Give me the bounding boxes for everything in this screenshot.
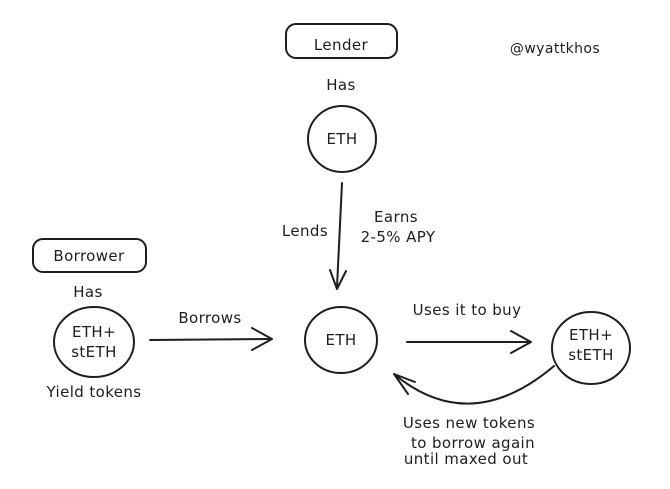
bought-group: ETH+ stETH	[551, 311, 631, 385]
borrows-arrow: Borrows	[149, 309, 273, 351]
yield-tokens-caption: Yield tokens	[45, 383, 141, 401]
loop-back-arrowhead-icon	[393, 373, 416, 395]
lends-arrowhead-icon	[329, 269, 347, 290]
pool-eth-label: ETH	[325, 331, 356, 349]
borrower-token-line1: ETH+	[72, 323, 116, 341]
borrower-box-label: Borrower	[53, 247, 125, 265]
borrows-arrow-line	[149, 338, 271, 341]
lender-has-label: Has	[326, 76, 356, 94]
borrower-token-line2: stETH	[71, 343, 117, 361]
loop-back-label-line2: to borrow again	[411, 434, 535, 452]
lender-group: Lender Has ETH	[285, 23, 398, 173]
pool-group: ETH	[304, 306, 378, 374]
borrows-arrowhead-icon	[251, 327, 273, 351]
loop-back-arrow: Uses new tokens to borrow again until ma…	[393, 365, 555, 468]
pool-eth-circle	[304, 306, 378, 374]
lends-label: Lends	[282, 222, 328, 240]
lender-eth-circle	[307, 105, 377, 173]
borrower-box	[32, 238, 147, 273]
lender-box	[285, 23, 398, 59]
uses-to-buy-label: Uses it to buy	[413, 301, 522, 319]
borrower-group: Borrower Has ETH+ stETH Yield tokens	[32, 238, 147, 401]
uses-to-buy-arrow: Uses it to buy	[406, 301, 532, 354]
earns-label-line2: 2-5% APY	[361, 228, 436, 246]
lender-eth-label: ETH	[326, 130, 357, 148]
lender-box-label: Lender	[314, 36, 369, 54]
borrower-tokens-circle	[53, 306, 135, 378]
lends-arrow-line	[336, 182, 343, 288]
bought-token-line2: stETH	[568, 346, 614, 364]
bought-tokens-circle	[551, 311, 631, 385]
borrows-label: Borrows	[178, 309, 241, 327]
loop-back-arrow-curve	[393, 365, 555, 405]
loop-back-label-line1: Uses new tokens	[403, 414, 535, 432]
loop-back-label-line3: until maxed out	[404, 450, 528, 468]
uses-to-buy-arrowhead-icon	[510, 330, 532, 354]
earns-label-line1: Earns	[374, 208, 418, 226]
borrower-has-label: Has	[73, 283, 103, 301]
lends-arrow: Lends Earns 2-5% APY	[282, 182, 436, 290]
attribution-handle: @wyattkhos	[510, 41, 600, 57]
bought-token-line1: ETH+	[569, 326, 613, 344]
